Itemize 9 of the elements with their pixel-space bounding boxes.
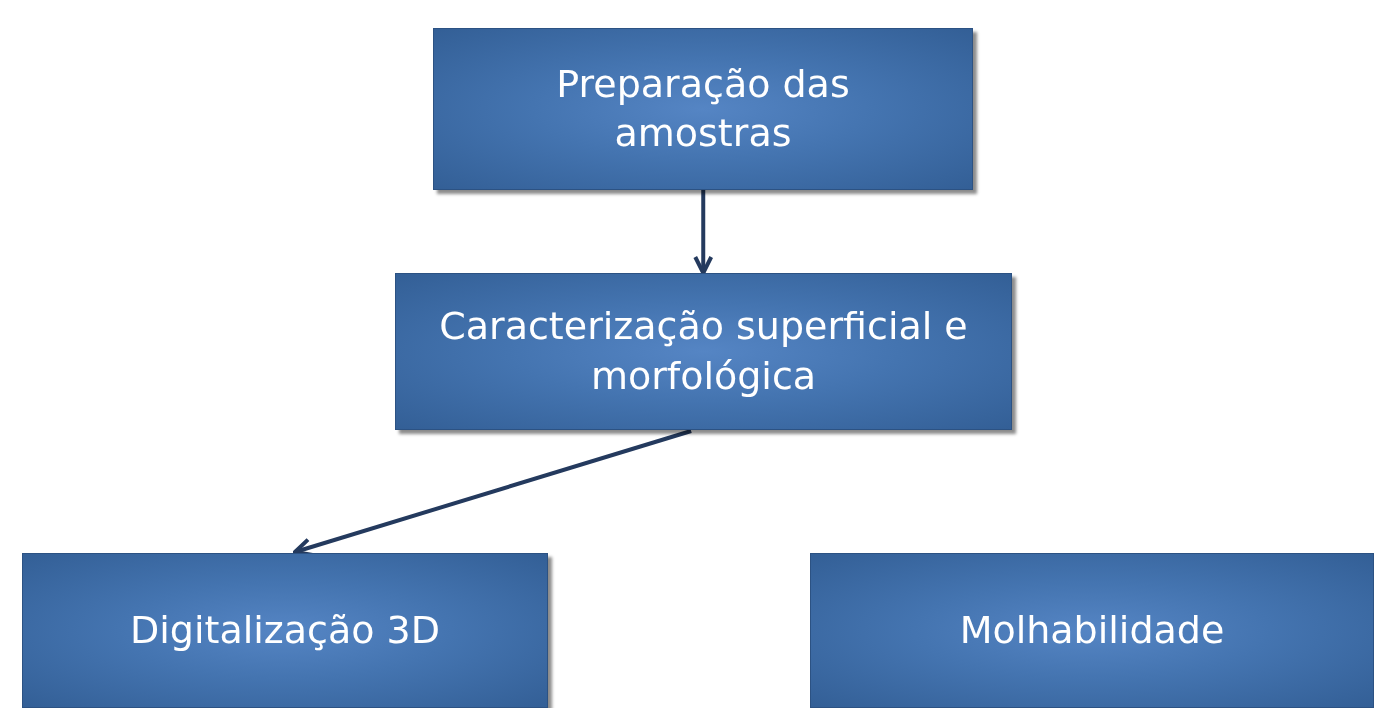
process-box xyxy=(433,28,973,190)
process-box xyxy=(810,553,1374,708)
arrow xyxy=(693,190,714,275)
process-box xyxy=(22,553,548,708)
box-label: Digitalização 3D xyxy=(130,606,440,654)
process-box xyxy=(395,273,1012,430)
box-label: Preparação das amostras xyxy=(555,60,851,157)
box-label: Molhabilidade xyxy=(959,606,1225,654)
box-label: Caracterização superficial e morfológica xyxy=(438,303,969,400)
